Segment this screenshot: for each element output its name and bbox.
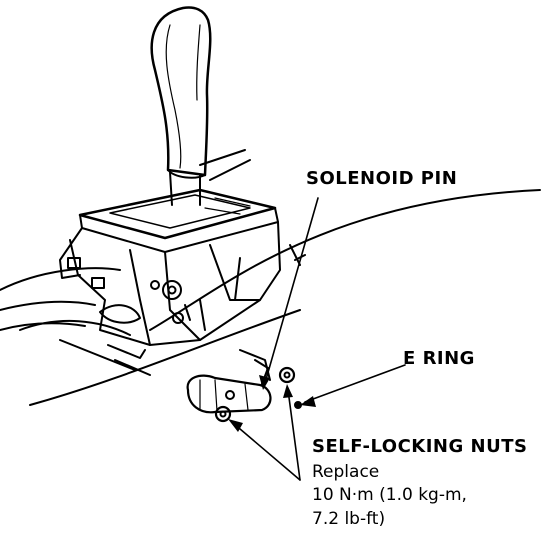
body-panel-lines [0,149,541,406]
torque-spec-line1: 10 N·m (1.0 kg-m, [312,485,467,505]
self-locking-nuts-label: SELF-LOCKING NUTS [312,436,528,457]
self-locking-nut-lower [214,405,232,423]
e-ring-label: E RING [403,348,475,369]
console-bezel [78,188,279,253]
replace-note: Replace [312,462,380,482]
shifter-mechanism [59,221,306,376]
shift-lock-solenoid [186,349,272,414]
leader-lines [232,197,406,481]
torque-spec-line2: 7.2 lb-ft) [312,509,386,529]
arrowheads [228,375,316,432]
solenoid-pin-label: SOLENOID PIN [306,168,458,189]
self-locking-nut-upper [278,366,296,384]
shift-knob [150,6,212,206]
